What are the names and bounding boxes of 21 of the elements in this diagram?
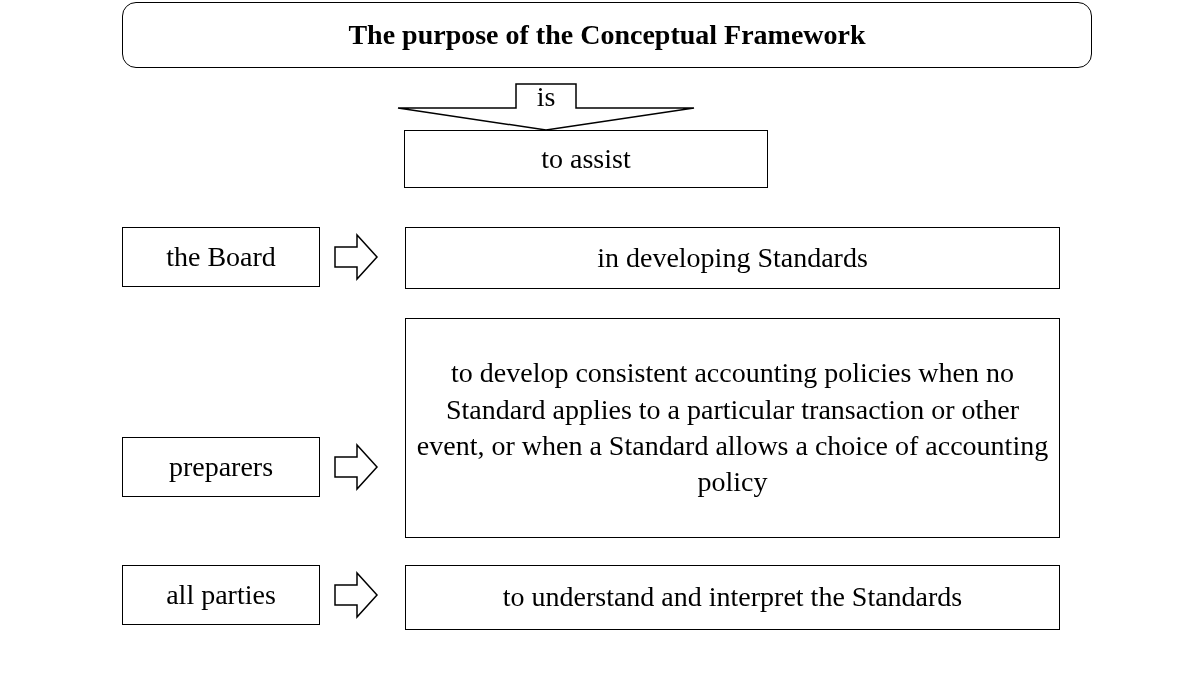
box-text: all parties <box>165 577 277 612</box>
text-box <box>405 227 1060 289</box>
block-arrow <box>397 83 695 131</box>
block-arrow <box>334 571 378 619</box>
box-text: to assist <box>540 141 632 176</box>
block-arrow <box>334 443 378 491</box>
text-box <box>404 130 768 188</box>
box-text: the Board <box>165 239 277 274</box>
box-text: in developing Standards <box>596 240 869 275</box>
edge-label: is <box>536 83 556 111</box>
box-text: preparers <box>167 449 275 484</box>
box-text: to understand and interpret the Standards <box>501 580 964 615</box>
box-text: to develop consistent accounting policies when no Standard applies to a particular transaction or other event, or when a Standard allows a choice of accounting policy <box>415 356 1050 500</box>
text-box <box>122 227 320 287</box>
block-arrow <box>334 233 378 281</box>
title-box <box>122 2 1092 68</box>
text-box <box>122 437 320 497</box>
text-box <box>122 565 320 625</box>
text-box <box>405 318 1060 538</box>
title-text: The purpose of the Conceptual Framework <box>347 17 867 52</box>
text-box <box>405 565 1060 630</box>
